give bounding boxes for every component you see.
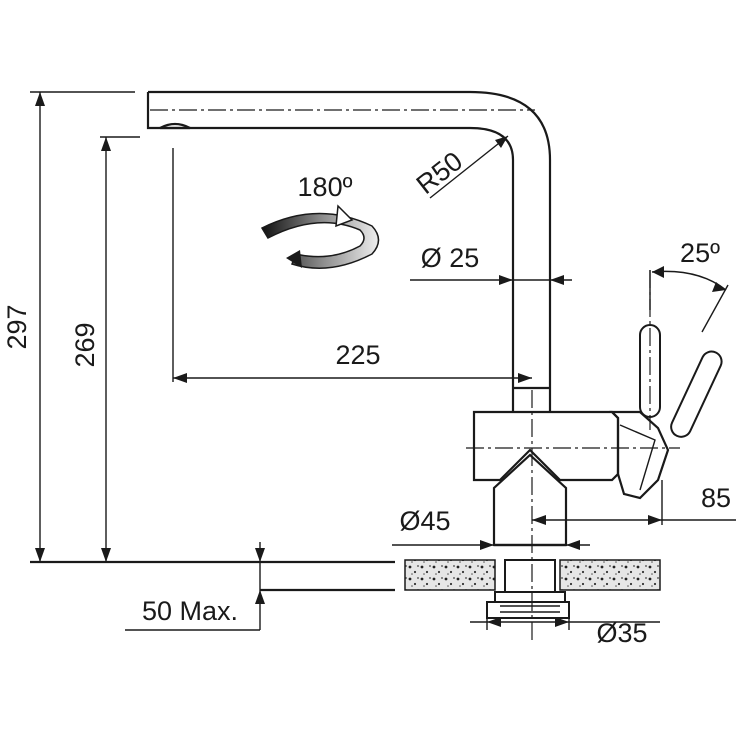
swivel-angle-label: 180º <box>298 172 353 202</box>
dim-lever-projection: 85 <box>532 480 736 525</box>
dim-spout-diameter: Ø 25 <box>410 243 572 285</box>
countertop <box>30 559 661 592</box>
dim-max-thickness: 50 Max. <box>125 542 265 631</box>
dim-spout-diameter-label: Ø 25 <box>421 243 480 273</box>
dim-spout-height-label: 269 <box>70 322 100 367</box>
dim-shank-diameter: Ø35 <box>470 617 660 648</box>
dim-bend-radius-label: R50 <box>411 146 469 200</box>
dim-total-height: 297 <box>2 91 135 562</box>
dim-base-diameter-label: Ø45 <box>399 506 450 536</box>
rotation-arrow-icon <box>286 250 302 268</box>
dim-total-height-label: 297 <box>2 304 32 349</box>
faucet-base <box>492 453 568 547</box>
dim-shank-diameter-label: Ø35 <box>596 618 647 648</box>
dim-lever-projection-label: 85 <box>701 483 731 513</box>
lever-angle-label: 25º <box>680 238 720 268</box>
dim-bend-radius: R50 <box>411 135 509 200</box>
dim-max-thickness-label: 50 Max. <box>142 596 238 626</box>
mounting-shank <box>486 559 570 619</box>
faucet-body <box>472 410 670 500</box>
lever-angle: 25º <box>649 238 729 333</box>
dim-reach: 225 <box>172 148 532 383</box>
swivel-rotation: 180º <box>260 172 380 269</box>
rotation-arrow-icon <box>335 204 354 228</box>
center-lines <box>150 109 680 640</box>
dim-base-diameter: Ø45 <box>392 506 590 550</box>
dim-spout-height: 269 <box>70 136 140 562</box>
dim-reach-label: 225 <box>335 340 380 370</box>
spout <box>146 90 552 412</box>
